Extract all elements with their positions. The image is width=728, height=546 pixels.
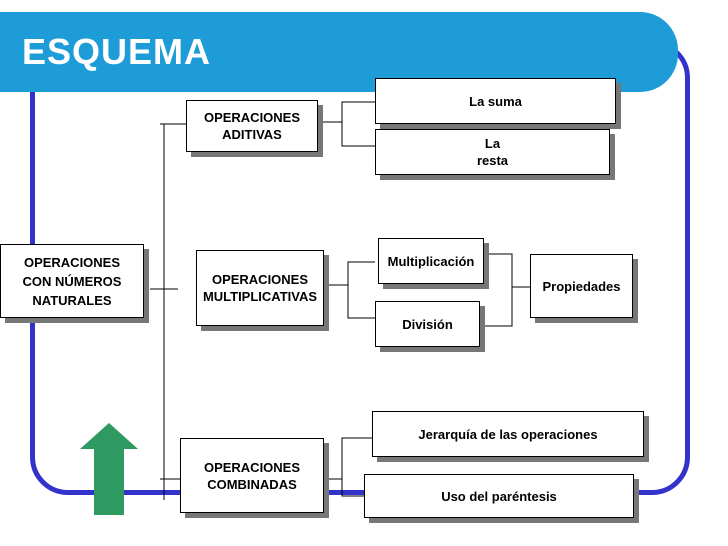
node-propiedades: Propiedades bbox=[530, 254, 633, 318]
up-arrow-icon bbox=[80, 423, 138, 515]
slide-title: ESQUEMA bbox=[22, 31, 212, 72]
node-multiplicacion: Multiplicación bbox=[378, 238, 484, 284]
node-operaciones-multiplicativas: OPERACIONES MULTIPLICATIVAS bbox=[196, 250, 324, 326]
node-la-resta: La resta bbox=[375, 129, 610, 175]
node-division: División bbox=[375, 301, 480, 347]
node-jerarquia: Jerarquía de las operaciones bbox=[372, 411, 644, 457]
node-operaciones-aditivas: OPERACIONES ADITIVAS bbox=[186, 100, 318, 152]
node-operaciones-combinadas: OPERACIONES COMBINADAS bbox=[180, 438, 324, 513]
root-node: OPERACIONES CON NÚMEROS NATURALES bbox=[0, 244, 144, 318]
node-la-suma: La suma bbox=[375, 78, 616, 124]
node-uso-del-parentesis: Uso del paréntesis bbox=[364, 474, 634, 518]
